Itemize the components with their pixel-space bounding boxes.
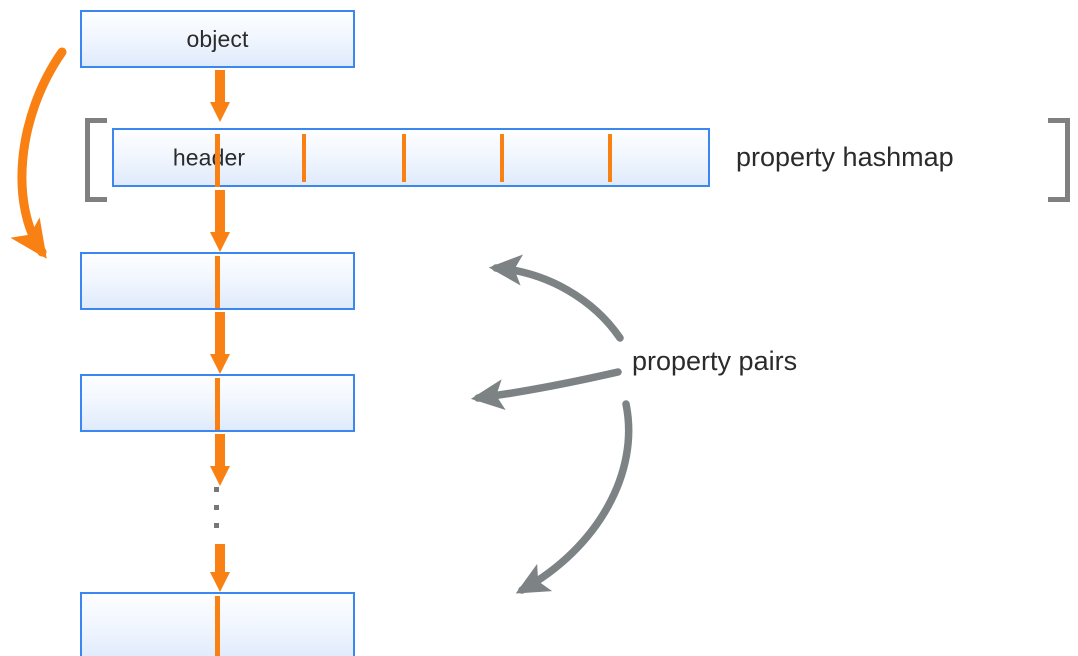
property-hashmap-label: property hashmap (736, 142, 954, 172)
hashmap-tick-3 (500, 134, 504, 182)
chain-arrow-object-to-header (210, 70, 230, 122)
curved-arrow-pairs-to-box1 (488, 254, 624, 342)
chain-arrow-ellipsis-to-last (210, 544, 230, 592)
hashmap-tick-1 (302, 134, 306, 182)
hashmap-bracket-left (85, 118, 107, 202)
chain-segment-pair-last (215, 596, 220, 656)
curved-arrow-pairs-to-box3 (515, 400, 633, 594)
header-hashmap-box[interactable]: header (112, 128, 710, 187)
chain-arrow-pair-1-to-pair-2 (210, 312, 230, 374)
header-box-label: header (172, 144, 246, 170)
chain-segment-pair-2 (215, 378, 220, 430)
chain-arrow-pair-2-to-ellipsis (210, 434, 230, 486)
property-pairs-label: property pairs (632, 346, 798, 376)
hashmap-bracket-right (1048, 118, 1070, 202)
curved-arrow-object-to-pairs (10, 47, 67, 259)
object-box[interactable]: object (80, 10, 355, 68)
ellipsis-dot-3 (214, 523, 219, 528)
ellipsis-dot-2 (214, 505, 219, 510)
chain-segment-pair-1 (215, 256, 220, 308)
chain-arrow-header-to-pair-1 (210, 190, 230, 252)
chain-segment-header (215, 134, 220, 187)
chain-ellipsis (214, 487, 221, 531)
ellipsis-dot-1 (214, 487, 219, 492)
hashmap-tick-2 (402, 134, 406, 182)
curved-arrow-pairs-to-box2 (470, 368, 622, 411)
object-box-label: object (186, 25, 249, 52)
hashmap-tick-4 (608, 134, 612, 182)
